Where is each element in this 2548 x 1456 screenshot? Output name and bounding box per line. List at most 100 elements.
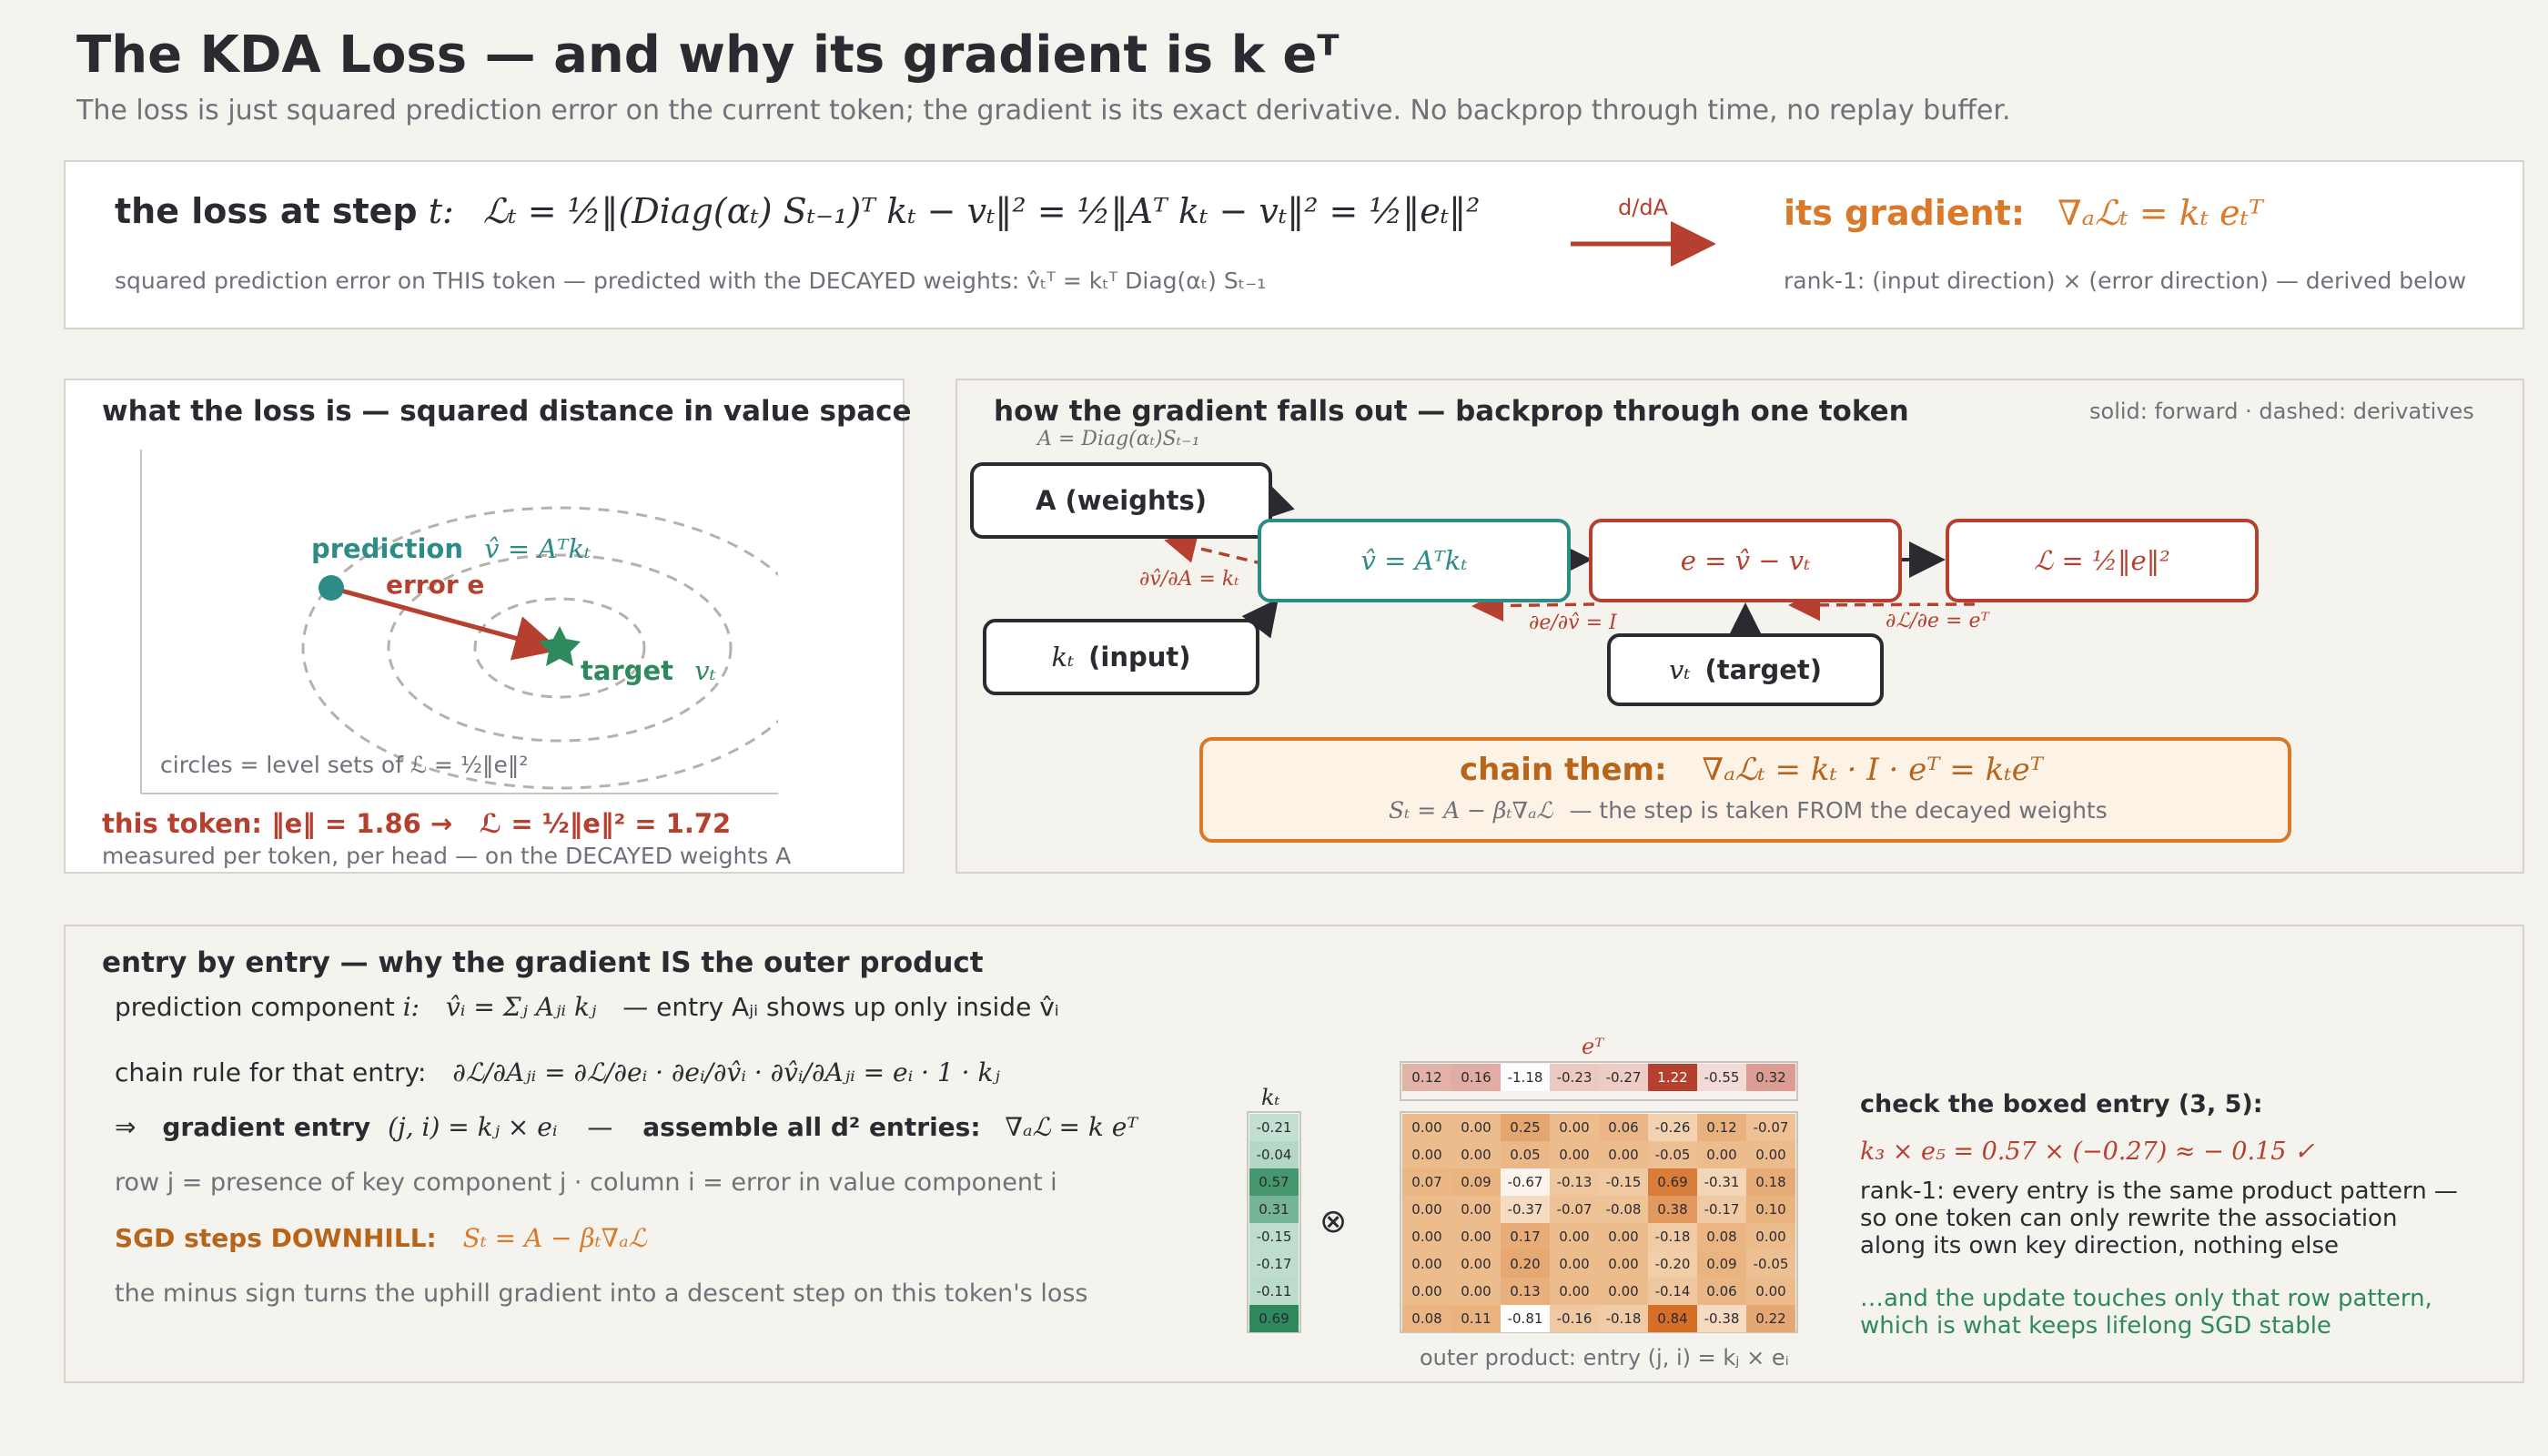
outer-product-cell: 0.00 (1451, 1141, 1501, 1168)
outer-product-cell: 0.38 (1648, 1196, 1697, 1223)
plot-axes (140, 450, 778, 794)
outer-product-cell: 0.11 (1451, 1305, 1501, 1332)
k-vector-frame (1247, 1111, 1301, 1333)
loss-summary-panel (64, 160, 2524, 329)
outer-product-cell: 0.84 (1648, 1305, 1697, 1332)
page-subtitle: The loss is just squared prediction erro… (76, 95, 2011, 126)
outer-product-cell: -0.67 (1501, 1168, 1550, 1196)
outer-product-cell: -0.31 (1697, 1168, 1746, 1196)
node-input-var: kₜ (1051, 642, 1075, 672)
e-vector-cell: 1.22 (1648, 1064, 1697, 1091)
line3-label: gradient entry (162, 1112, 371, 1142)
outer-product-cell: 0.13 (1501, 1278, 1550, 1305)
outer-product-cell: 0.18 (1746, 1168, 1795, 1196)
chain-note-text: — the step is taken FROM the decayed wei… (1569, 797, 2108, 824)
loss-formula: ℒₜ = ½‖(Diag(αₜ) Sₜ₋₁)ᵀ kₜ − vₜ‖² = ½‖Aᵀ… (482, 191, 1481, 231)
outer-product-frame (1400, 1111, 1798, 1333)
outer-product-cell: -0.16 (1550, 1305, 1599, 1332)
outer-product-cell: 0.09 (1697, 1250, 1746, 1278)
k-vector-cell: 0.57 (1249, 1168, 1299, 1196)
prediction-point (318, 575, 344, 601)
token-norm: this token: ‖e‖ = 1.86 → (102, 808, 453, 839)
outer-product-caption: outer product: entry (j, i) = kⱼ × eᵢ (1420, 1345, 1789, 1370)
node-weights: A (weights) (970, 462, 1272, 539)
line3-formula2: ∇ₐℒ = k eᵀ (1005, 1112, 1138, 1142)
entry-line-2: chain rule for that entry: ∂ℒ/∂Aⱼᵢ = ∂ℒ/… (115, 1057, 1000, 1087)
node-error: e = v̂ − vₜ (1589, 519, 1902, 602)
node-prediction: v̂ = Aᵀkₜ (1258, 519, 1571, 602)
outer-product-cell: 0.00 (1402, 1223, 1451, 1250)
gradient-note: rank-1: (input direction) × (error direc… (1784, 268, 2467, 294)
gradient-heading: its gradient: ∇ₐℒₜ = kₜ eₜᵀ (1784, 193, 2263, 233)
backprop-panel (956, 379, 2524, 874)
prediction-label-group: prediction v̂ = Aᵀkₜ (311, 533, 591, 564)
node-target: vₜ (target) (1607, 633, 1884, 706)
prediction-formula: v̂ = Aᵀkₜ (484, 533, 592, 564)
outer-product-cell: 0.00 (1550, 1250, 1599, 1278)
line3-sep: — (587, 1112, 613, 1142)
outer-product-cell: 0.00 (1599, 1278, 1648, 1305)
entry-line-4: row j = presence of key component j · co… (115, 1168, 1057, 1197)
outer-product-cell: -0.07 (1746, 1114, 1795, 1141)
outer-product-cell: 0.12 (1697, 1114, 1746, 1141)
outer-product-cell: -0.07 (1550, 1196, 1599, 1223)
token-loss-value: ℒ = ½‖e‖² = 1.72 (479, 808, 732, 839)
line3-formula: (j, i) = kⱼ × eᵢ (388, 1112, 558, 1142)
level-sets-note: circles = level sets of ℒ = ½‖e‖² (160, 752, 529, 778)
outer-product-cell: 0.00 (1550, 1278, 1599, 1305)
e-vector-cell: -1.18 (1501, 1064, 1550, 1091)
page-title: The KDA Loss — and why its gradient is k… (76, 25, 1340, 85)
outer-product-cell: -0.17 (1697, 1196, 1746, 1223)
outer-product-cell: 0.00 (1746, 1141, 1795, 1168)
chain-label: chain them: (1460, 752, 1667, 788)
node-loss: ℒ = ½‖e‖² (1946, 519, 2259, 602)
sgd-line: SGD steps DOWNHILL: Sₜ = A − βₜ∇ₐℒ (115, 1223, 647, 1253)
k-vector-cell: 0.31 (1249, 1196, 1299, 1223)
outer-product-cell: -0.05 (1648, 1141, 1697, 1168)
outer-product-cell: 0.00 (1599, 1141, 1648, 1168)
deriv-label-e-vhat: ∂e/∂v̂ = I (1529, 612, 1617, 634)
entry-line-1: prediction component i: v̂ᵢ = Σⱼ Aⱼᵢ kⱼ … (115, 992, 1059, 1022)
node-target-label: (target) (1704, 654, 1823, 685)
k-vector-cell: -0.21 (1249, 1114, 1299, 1141)
error-label: error e (386, 570, 485, 600)
outer-product-cell: 0.00 (1402, 1141, 1451, 1168)
e-vector-cell: -0.27 (1599, 1064, 1648, 1091)
outer-product-cell: 0.00 (1550, 1223, 1599, 1250)
outer-product-cell: -0.05 (1746, 1250, 1795, 1278)
outer-product-cell: 0.00 (1697, 1141, 1746, 1168)
node-input-label: (input) (1088, 642, 1191, 672)
outer-product-cell: 0.00 (1451, 1114, 1501, 1141)
outer-product-cell: 0.00 (1746, 1278, 1795, 1305)
outer-product-cell: -0.18 (1599, 1305, 1648, 1332)
target-label: target (581, 655, 674, 686)
outer-product-symbol: ⊗ (1320, 1203, 1348, 1240)
outer-product-cell: 0.25 (1501, 1114, 1550, 1141)
outer-product-cell: -0.08 (1599, 1196, 1648, 1223)
outer-product-cell: 0.00 (1550, 1114, 1599, 1141)
loss-label: the loss at step (115, 191, 418, 231)
outer-product-cell: -0.15 (1599, 1168, 1648, 1196)
outer-product-cell: 0.10 (1746, 1196, 1795, 1223)
rank-note-2: so one token can only rewrite the associ… (1860, 1205, 2398, 1232)
e-vector-cell: 0.16 (1451, 1064, 1501, 1091)
outer-product-cell: 0.06 (1599, 1114, 1648, 1141)
deriv-edge-loss-to-e (1788, 589, 1976, 622)
node-input: kₜ (input) (983, 619, 1259, 695)
e-vector-cell: -0.55 (1697, 1064, 1746, 1091)
entry-line-3: ⇒ gradient entry (j, i) = kⱼ × eᵢ — asse… (115, 1112, 1138, 1142)
prediction-label: prediction (311, 533, 463, 564)
outer-product-cell: 0.09 (1451, 1168, 1501, 1196)
line3-label2: assemble all d² entries: (642, 1112, 981, 1142)
line3-arrow: ⇒ (115, 1112, 136, 1142)
outer-product-cell: -0.14 (1648, 1278, 1697, 1305)
line2-label: chain rule for that entry: (115, 1057, 427, 1087)
deriv-edge-vhat-to-a (1164, 531, 1266, 566)
gradient-formula: ∇ₐℒₜ = kₜ eₜᵀ (2058, 193, 2263, 233)
outer-product-cell: 0.06 (1697, 1278, 1746, 1305)
line2-formula: ∂ℒ/∂Aⱼᵢ = ∂ℒ/∂eᵢ · ∂eᵢ/∂v̂ᵢ · ∂v̂ᵢ/∂Aⱼᵢ … (452, 1057, 1000, 1087)
outer-product-cell: 0.08 (1402, 1305, 1451, 1332)
k-vector-cell: -0.15 (1249, 1223, 1299, 1250)
line1-formula: v̂ᵢ = Σⱼ Aⱼᵢ kⱼ (445, 992, 597, 1022)
outer-product-cell: 0.08 (1697, 1223, 1746, 1250)
